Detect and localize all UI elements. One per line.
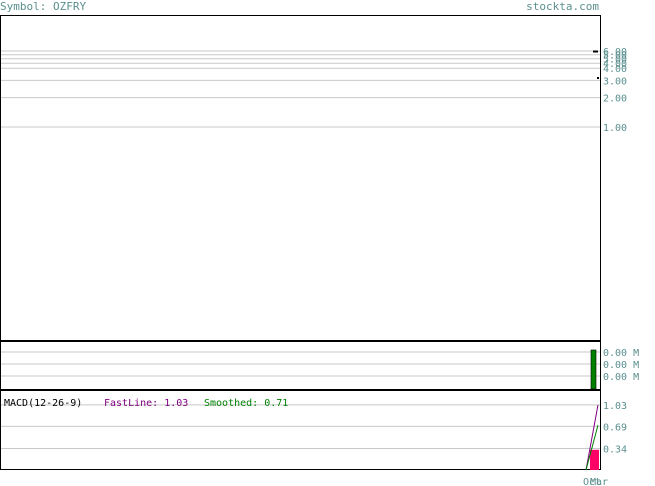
price-grid (1, 50, 600, 128)
price-tick-label: 4.00 (603, 59, 627, 70)
macd-tick-label: 1.03 (603, 401, 627, 412)
price-panel (0, 15, 601, 341)
volume-bar (590, 349, 597, 390)
volume-tick-label: 0.00 M (603, 348, 639, 359)
site-label[interactable]: stockta.com (526, 0, 599, 13)
price-tick-label: 2.00 (603, 94, 627, 105)
symbol-label: Symbol: OZFRY (0, 0, 87, 13)
macd-grid (1, 404, 600, 450)
price-tick-label: 1.00 (603, 123, 627, 134)
macd-tick-label: 0.34 (603, 445, 627, 456)
macd-fastline-line (585, 404, 599, 471)
volume-tick-label: 0.00 M (603, 372, 639, 383)
macd-histogram-bar (590, 449, 599, 470)
price-tick-label: 5.00 (603, 51, 627, 62)
price-tick-label: 3.00 (603, 76, 627, 87)
price-tick-label: 4.00 (603, 64, 627, 75)
macd-tick-labels: 1.03 0.69 0.34 (603, 401, 627, 456)
macd-fastline-label: FastLine: 1.03 (104, 398, 188, 409)
macd-smoothed-line (585, 424, 599, 471)
x-tick-label: Oct (583, 477, 601, 486)
volume-grid (1, 351, 600, 377)
volume-panel (0, 341, 601, 390)
macd-title: MACD(12-26-9) (4, 398, 82, 409)
volume-tick-labels: 0.00 M0.00 M0.00 M (603, 348, 639, 383)
price-tick-labels: 6.005.005.004.004.003.002.001.00 (603, 47, 627, 134)
macd-smoothed-label: Smoothed: 0.71 (204, 398, 288, 409)
x-tick-label: Mar (590, 477, 608, 486)
macd-marks (585, 404, 599, 471)
price-tick-label: 6.00 (603, 47, 627, 58)
macd-tick-label: 0.69 (603, 422, 627, 433)
price-tick-label: 5.00 (603, 55, 627, 66)
volume-tick-label: 0.00 M (603, 360, 639, 371)
macd-panel (0, 390, 601, 470)
